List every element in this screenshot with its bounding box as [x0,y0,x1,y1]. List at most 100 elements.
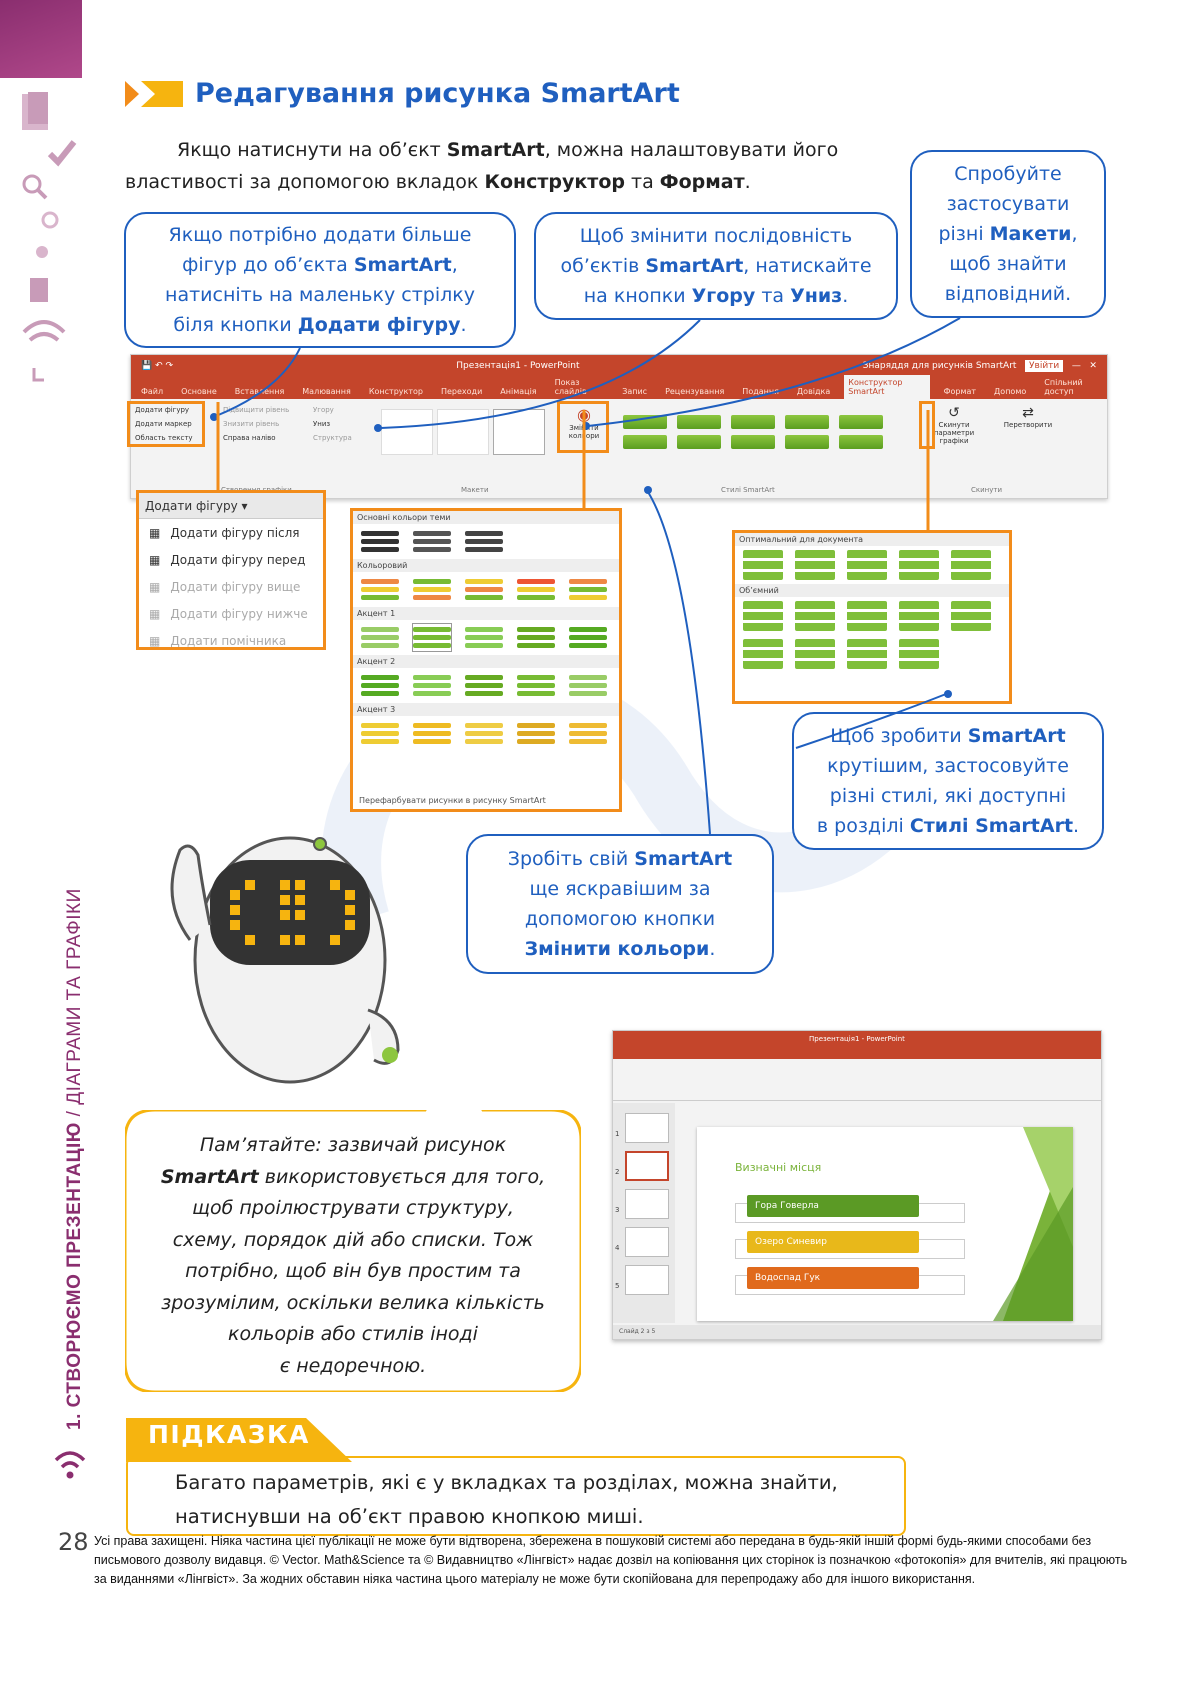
tab-animations[interactable]: Анімація [500,387,537,396]
smartart-item-2[interactable]: Озеро Синевир [747,1231,919,1253]
swatch[interactable] [361,624,399,651]
slide-thumb[interactable] [625,1113,669,1143]
tab-format[interactable]: Формат [943,387,977,396]
tab-review[interactable]: Рецензування [665,387,725,396]
add-bullet-button[interactable]: Додати маркер [135,420,192,428]
swatch[interactable] [413,528,451,555]
tab-smartart-design[interactable]: Конструктор SmartArt [844,375,930,399]
smartart-ribbon-screenshot: 💾 ↶ ↷ Презентація1 - PowerPoint Знаряддя… [127,354,1108,499]
tab-transitions[interactable]: Переходи [440,387,483,396]
text-pane-button[interactable]: Область тексту [135,434,193,442]
swatch[interactable] [569,672,607,699]
swatch[interactable] [465,672,503,699]
swatch[interactable] [465,528,503,555]
swatch[interactable] [413,576,451,603]
layout-thumb-1[interactable] [381,409,433,455]
swatch[interactable] [413,720,451,747]
style-thumb-4[interactable] [783,409,831,455]
layout-thumb-2[interactable] [437,409,489,455]
style-option[interactable] [795,550,835,580]
swatch[interactable] [361,672,399,699]
add-assistant[interactable]: ▦Додати помічника [149,633,287,648]
tab-record[interactable]: Запис [622,387,648,396]
style-option[interactable] [743,639,783,669]
ribbon-titlebar: 💾 ↶ ↷ Презентація1 - PowerPoint Знаряддя… [131,355,1107,377]
style-option[interactable] [847,601,887,631]
add-shape-button[interactable]: Додати фігуру [135,406,190,414]
layout-button[interactable]: Структура [313,434,352,442]
style-option[interactable] [899,639,939,669]
style-option[interactable] [899,550,939,580]
style-thumb-2[interactable] [675,409,723,455]
tab-design[interactable]: Конструктор [368,387,423,396]
tab-view[interactable]: Подання [742,387,779,396]
shape-below-icon: ▦ [149,606,161,621]
swatch[interactable] [361,720,399,747]
demote-button[interactable]: Знизити рівень [223,420,280,428]
convert-button[interactable]: ⇄ Перетворити [993,405,1063,429]
swatch[interactable] [465,624,503,651]
add-shape-below[interactable]: ▦Додати фігуру нижче [149,606,308,621]
style-option[interactable] [743,550,783,580]
tab-home[interactable]: Основне [181,387,217,396]
swatch[interactable] [517,576,555,603]
style-option[interactable] [951,550,991,580]
swatch[interactable] [569,624,607,651]
rtl-button[interactable]: Справа наліво [223,434,276,442]
add-shape-above[interactable]: ▦Додати фігуру вище [149,579,301,594]
style-thumb-3[interactable] [729,409,777,455]
ppt-tabs [613,1047,1101,1059]
smartart-styles-dropdown: Оптимальний для документа Об’ємний [732,530,1012,704]
chapter-side-bold: 1. СТВОРЮЄМО ПРЕЗЕНТАЦІЮ [64,1122,85,1430]
swatch[interactable] [465,720,503,747]
add-shape-before[interactable]: ▦Додати фігуру перед [149,552,306,567]
style-option[interactable] [847,639,887,669]
tab-insert[interactable]: Вставлення [234,387,285,396]
swatch[interactable] [413,672,451,699]
add-shape-after[interactable]: ▦Додати фігуру після [149,525,300,540]
style-option[interactable] [899,601,939,631]
ribbon-signin[interactable]: Увійти [1025,360,1064,372]
styles-section-3d: Об’ємний [735,584,1009,597]
recolor-pictures-option[interactable]: Перефарбувати рисунки в рисунку SmartArt [359,796,546,805]
change-colors-dropdown: Основні кольори теми Кольоровий Акцент 1… [350,508,622,812]
ppt-current-slide[interactable]: Визначні місця Гора Говерла Озеро Синеви… [697,1127,1073,1321]
slide-thumb[interactable] [625,1265,669,1295]
move-down-button[interactable]: Униз [313,420,331,428]
swatch[interactable] [517,720,555,747]
swatch[interactable] [569,720,607,747]
slide-thumb[interactable] [625,1151,669,1181]
smartart-item-1[interactable]: Гора Говерла [747,1195,919,1217]
slide-title: Визначні місця [735,1161,822,1174]
convert-icon: ⇄ [1022,405,1034,421]
swatch[interactable] [569,576,607,603]
slide-thumb[interactable] [625,1227,669,1257]
style-option[interactable] [951,601,991,631]
tab-help[interactable]: Довідка [796,387,831,396]
swatch[interactable] [412,623,452,652]
style-option[interactable] [795,601,835,631]
tab-draw[interactable]: Малювання [302,387,351,396]
swatch[interactable] [361,576,399,603]
layout-thumb-3[interactable] [493,409,545,455]
swatch[interactable] [517,624,555,651]
promote-button[interactable]: Підвищити рівень [223,406,290,414]
swatch[interactable] [361,528,399,555]
slide-thumb[interactable] [625,1189,669,1219]
style-option[interactable] [743,601,783,631]
ribbon-help[interactable]: Допомо [994,387,1027,396]
swatch[interactable] [465,576,503,603]
style-thumb-5[interactable] [837,409,885,455]
style-option[interactable] [795,639,835,669]
swatch[interactable] [517,672,555,699]
ribbon-share[interactable]: Спільний доступ [1044,378,1083,396]
section-heading: Редагування рисунка SmartArt [195,78,680,109]
style-option[interactable] [847,550,887,580]
style-thumb-1[interactable] [621,409,669,455]
tab-slideshow[interactable]: Показ слайдів [554,378,587,396]
move-up-button[interactable]: Угору [313,406,334,414]
add-shape-dropdown-header[interactable]: Додати фігуру ▾ [139,493,323,519]
tab-file[interactable]: Файл [141,387,164,396]
smartart-item-3[interactable]: Водоспад Гук [747,1267,919,1289]
